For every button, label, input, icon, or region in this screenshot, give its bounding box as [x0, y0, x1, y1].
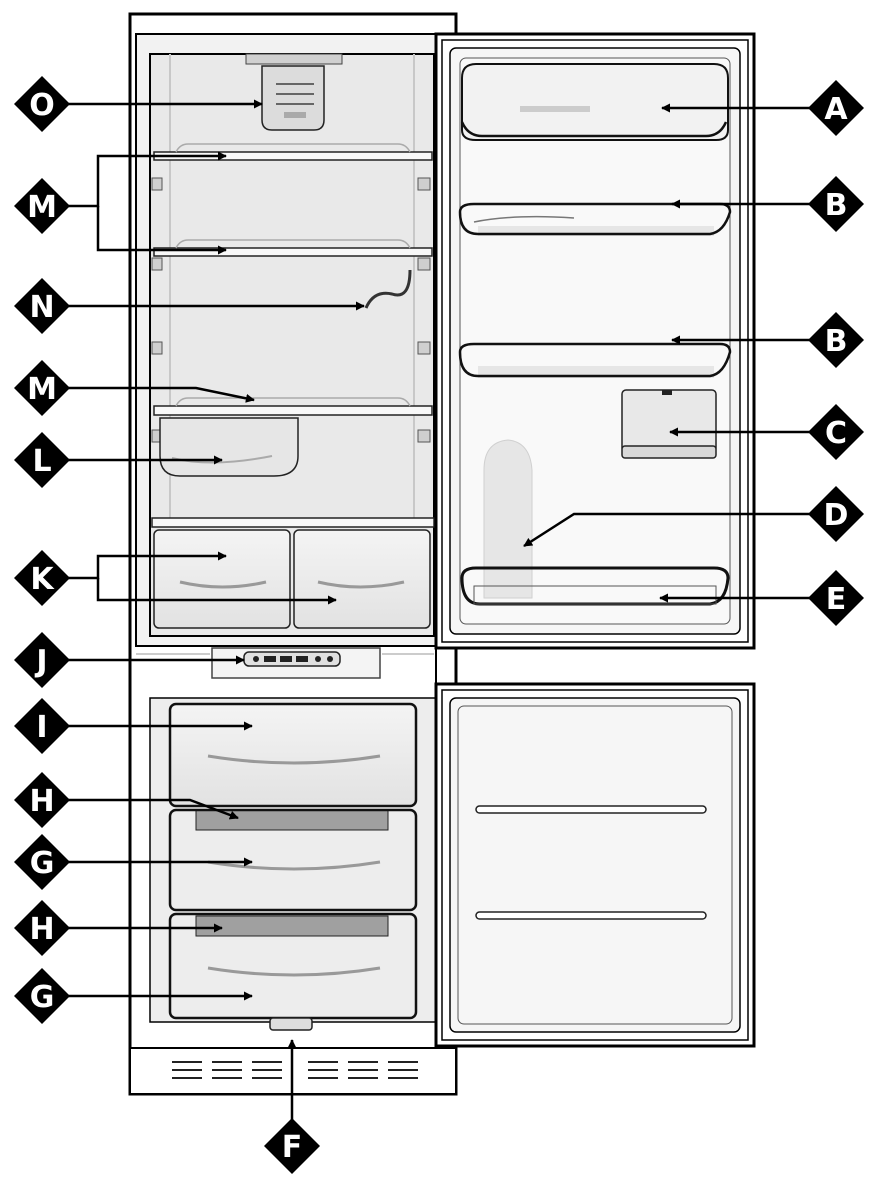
- label-h-upper: H: [14, 772, 70, 828]
- glass-shelf-2: [153, 239, 433, 257]
- svg-text:M: M: [27, 190, 57, 225]
- freezer-divider-2: [195, 915, 389, 937]
- freezer-door-rail-2: [475, 911, 707, 920]
- fridge-cabinet: [128, 12, 458, 1096]
- label-e: E: [808, 570, 864, 626]
- label-g-upper: G: [14, 834, 70, 890]
- svg-text:C: C: [825, 416, 847, 451]
- label-o: O: [14, 76, 70, 132]
- leader-d: [523, 512, 816, 548]
- svg-text:M: M: [27, 372, 57, 407]
- leader-h-1: [64, 798, 239, 820]
- door-bottle-shelf: [460, 566, 730, 606]
- svg-text:K: K: [30, 562, 55, 597]
- svg-text:E: E: [826, 582, 847, 617]
- freezer-door-rail-1: [475, 805, 707, 814]
- leader-m: [64, 386, 255, 403]
- svg-text:O: O: [29, 88, 55, 123]
- crisper-drawer-left: [153, 529, 291, 629]
- shelf-supports: [151, 177, 431, 443]
- leader-k-lower: [96, 578, 337, 605]
- label-b-lower: B: [808, 312, 864, 368]
- label-i: I: [14, 698, 70, 754]
- svg-text:G: G: [30, 980, 55, 1015]
- label-m-upper: M: [14, 178, 70, 234]
- svg-text:N: N: [29, 290, 54, 325]
- freezer-door: [434, 682, 756, 1048]
- freezer-drawer-top: [168, 702, 418, 808]
- light-unit: [245, 53, 343, 131]
- label-b-upper: B: [808, 176, 864, 232]
- crisper-cover: [151, 517, 435, 528]
- svg-text:B: B: [825, 188, 848, 223]
- label-l: L: [14, 432, 70, 488]
- door-shelf-1: [458, 202, 732, 236]
- svg-text:A: A: [824, 92, 848, 127]
- svg-text:H: H: [29, 784, 54, 819]
- svg-text:D: D: [824, 498, 849, 533]
- label-k: K: [14, 550, 70, 606]
- label-a: A: [808, 80, 864, 136]
- door-top-compartment: [460, 63, 729, 141]
- adjustable-foot: [269, 1017, 313, 1031]
- label-g-lower: G: [14, 968, 70, 1024]
- door-shelf-2: [458, 342, 732, 378]
- svg-text:H: H: [29, 912, 54, 947]
- leader-m-bracket-lower: [96, 206, 227, 255]
- callout-lines: [64, 99, 816, 1124]
- fridge-door: [434, 32, 756, 650]
- label-n: N: [14, 278, 70, 334]
- label-f: F: [264, 1118, 320, 1174]
- wine-rack-cable: [364, 269, 412, 309]
- svg-text:L: L: [32, 444, 51, 479]
- svg-text:J: J: [34, 644, 47, 679]
- svg-text:B: B: [825, 324, 848, 359]
- crisper-drawer-right: [293, 529, 431, 629]
- svg-text:F: F: [282, 1130, 303, 1165]
- door-small-compartment: [621, 389, 717, 459]
- svg-text:I: I: [36, 710, 47, 745]
- fridge-container: [159, 417, 299, 477]
- freezer-drawer-middle: [168, 808, 418, 912]
- label-h-lower: H: [14, 900, 70, 956]
- leader-m-bracket: [64, 151, 227, 208]
- label-c: C: [808, 404, 864, 460]
- glass-shelf-3: [153, 397, 433, 416]
- bottle: [483, 439, 533, 599]
- label-m-lower: M: [14, 360, 70, 416]
- label-d: D: [808, 486, 864, 542]
- label-j: J: [14, 632, 70, 688]
- svg-text:G: G: [30, 846, 55, 881]
- plinth-vents: [172, 1061, 418, 1079]
- leader-k-upper: [64, 551, 227, 580]
